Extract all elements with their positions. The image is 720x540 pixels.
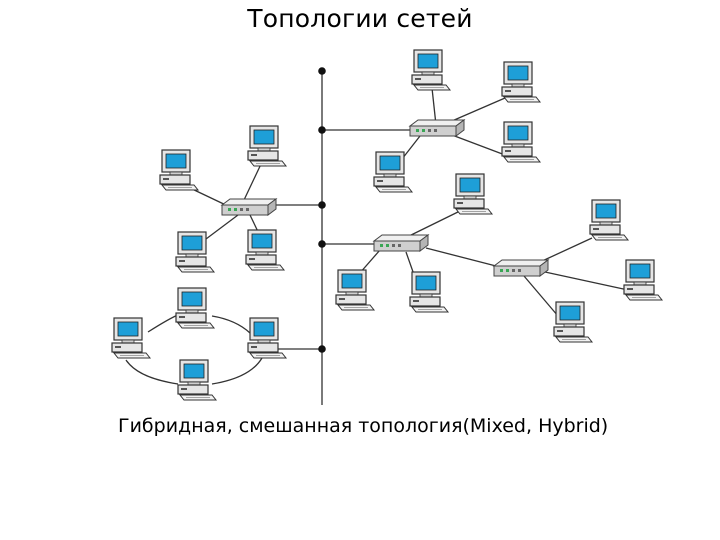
bus-terminator-dot [318, 67, 326, 75]
computer-icon [247, 317, 287, 359]
link-hub4-pc13 [544, 271, 629, 291]
computer-icon [335, 269, 375, 311]
hub-icon [221, 198, 277, 216]
hub-icon [409, 119, 465, 137]
ring-segment-3 [211, 357, 263, 385]
bus-junctions [318, 67, 326, 353]
computer-icon [589, 199, 629, 241]
computer-icon [245, 229, 285, 271]
computer-icon [177, 359, 217, 401]
computer-icon [247, 125, 287, 167]
computer-icon [409, 271, 449, 313]
computer-icon [501, 61, 541, 103]
computer-icon [553, 301, 593, 343]
computer-icon [373, 151, 413, 193]
computer-icon [111, 317, 151, 359]
link-hub4-pc12 [539, 237, 593, 263]
hub-icon [493, 259, 549, 277]
computer-icon [623, 259, 663, 301]
ring-segment-2 [211, 315, 251, 334]
computer-icon [175, 287, 215, 329]
link-hub3-pc9 [404, 209, 463, 239]
bus-junction-dot [318, 126, 326, 134]
computer-icon [411, 49, 451, 91]
diagram-caption: Гибридная, смешанная топология(Mixed, Hy… [118, 415, 609, 437]
link-hub1-pc1 [431, 87, 437, 126]
page-title: Топологии сетей [247, 4, 473, 33]
link-hub1-pc3 [451, 134, 506, 156]
bus-junction-dot [318, 345, 326, 353]
bus-junction-dot [318, 240, 326, 248]
computer-icon [453, 173, 493, 215]
computer-icon [159, 149, 199, 191]
bus-junction-dot [318, 201, 326, 209]
hub-icon [373, 234, 429, 252]
ring-segment-1 [147, 313, 181, 333]
computers [111, 49, 663, 401]
ring-segment-4 [125, 359, 179, 385]
link-hub2-pc5 [243, 161, 263, 201]
link-hub3-hub4 [425, 247, 497, 267]
computer-icon [501, 121, 541, 163]
link-hub4-pc14 [523, 275, 559, 317]
